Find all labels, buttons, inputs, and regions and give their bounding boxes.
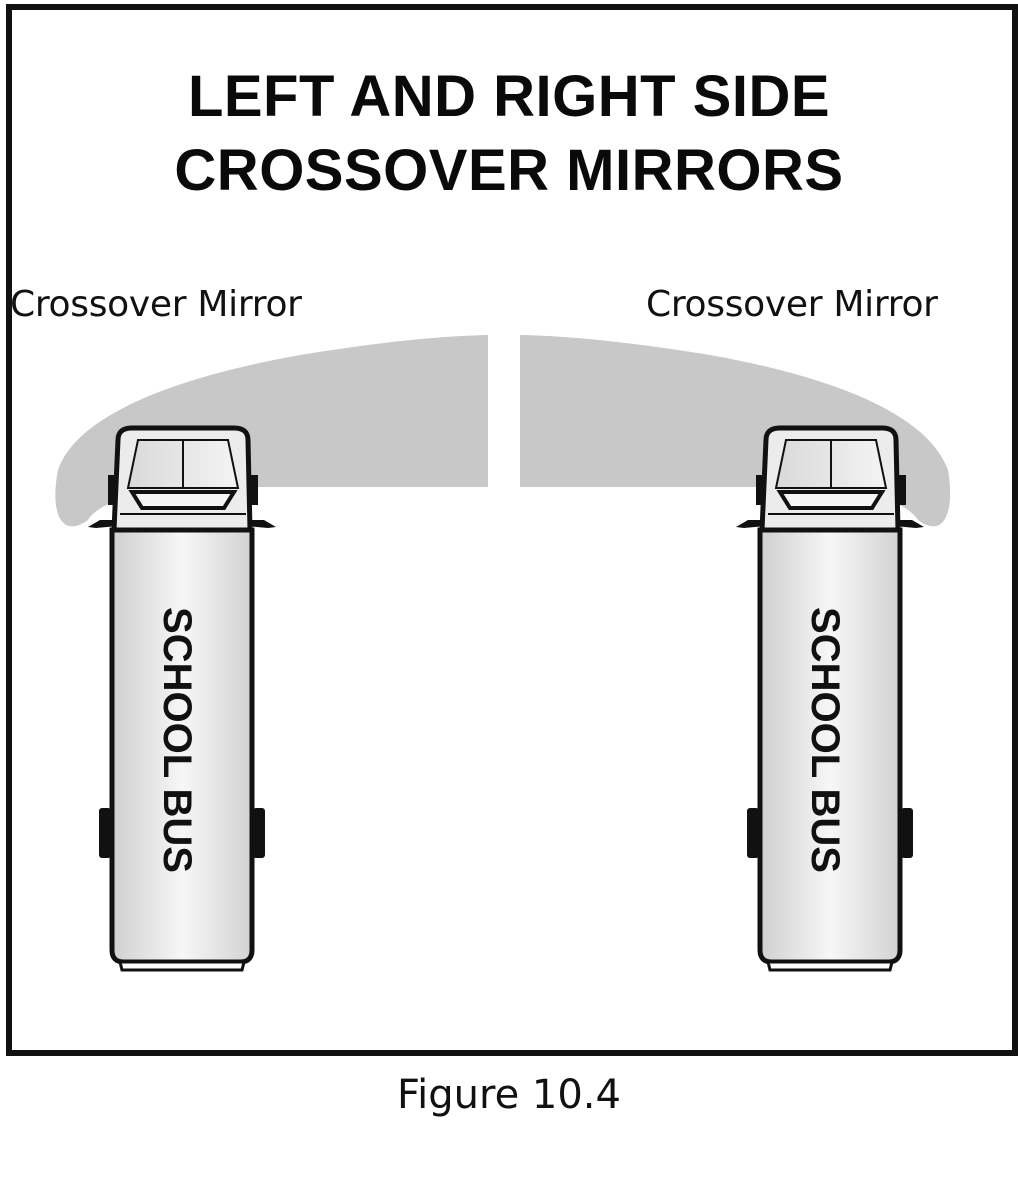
- figure-caption: Figure 10.4: [397, 1072, 621, 1118]
- right-school-bus: SCHOOL BUS: [736, 425, 924, 972]
- left-school-bus: SCHOOL BUS: [88, 425, 276, 972]
- left-crossover-mirror-label: Crossover Mirror: [10, 284, 302, 325]
- figure-title-line2: CROSSOVER MIRRORS: [174, 138, 844, 203]
- right-bus-text: SCHOOL BUS: [803, 607, 847, 873]
- right-crossover-mirror-label: Crossover Mirror: [646, 284, 938, 325]
- left-bus-text: SCHOOL BUS: [155, 607, 199, 873]
- figure-title-line1: LEFT AND RIGHT SIDE: [187, 64, 831, 129]
